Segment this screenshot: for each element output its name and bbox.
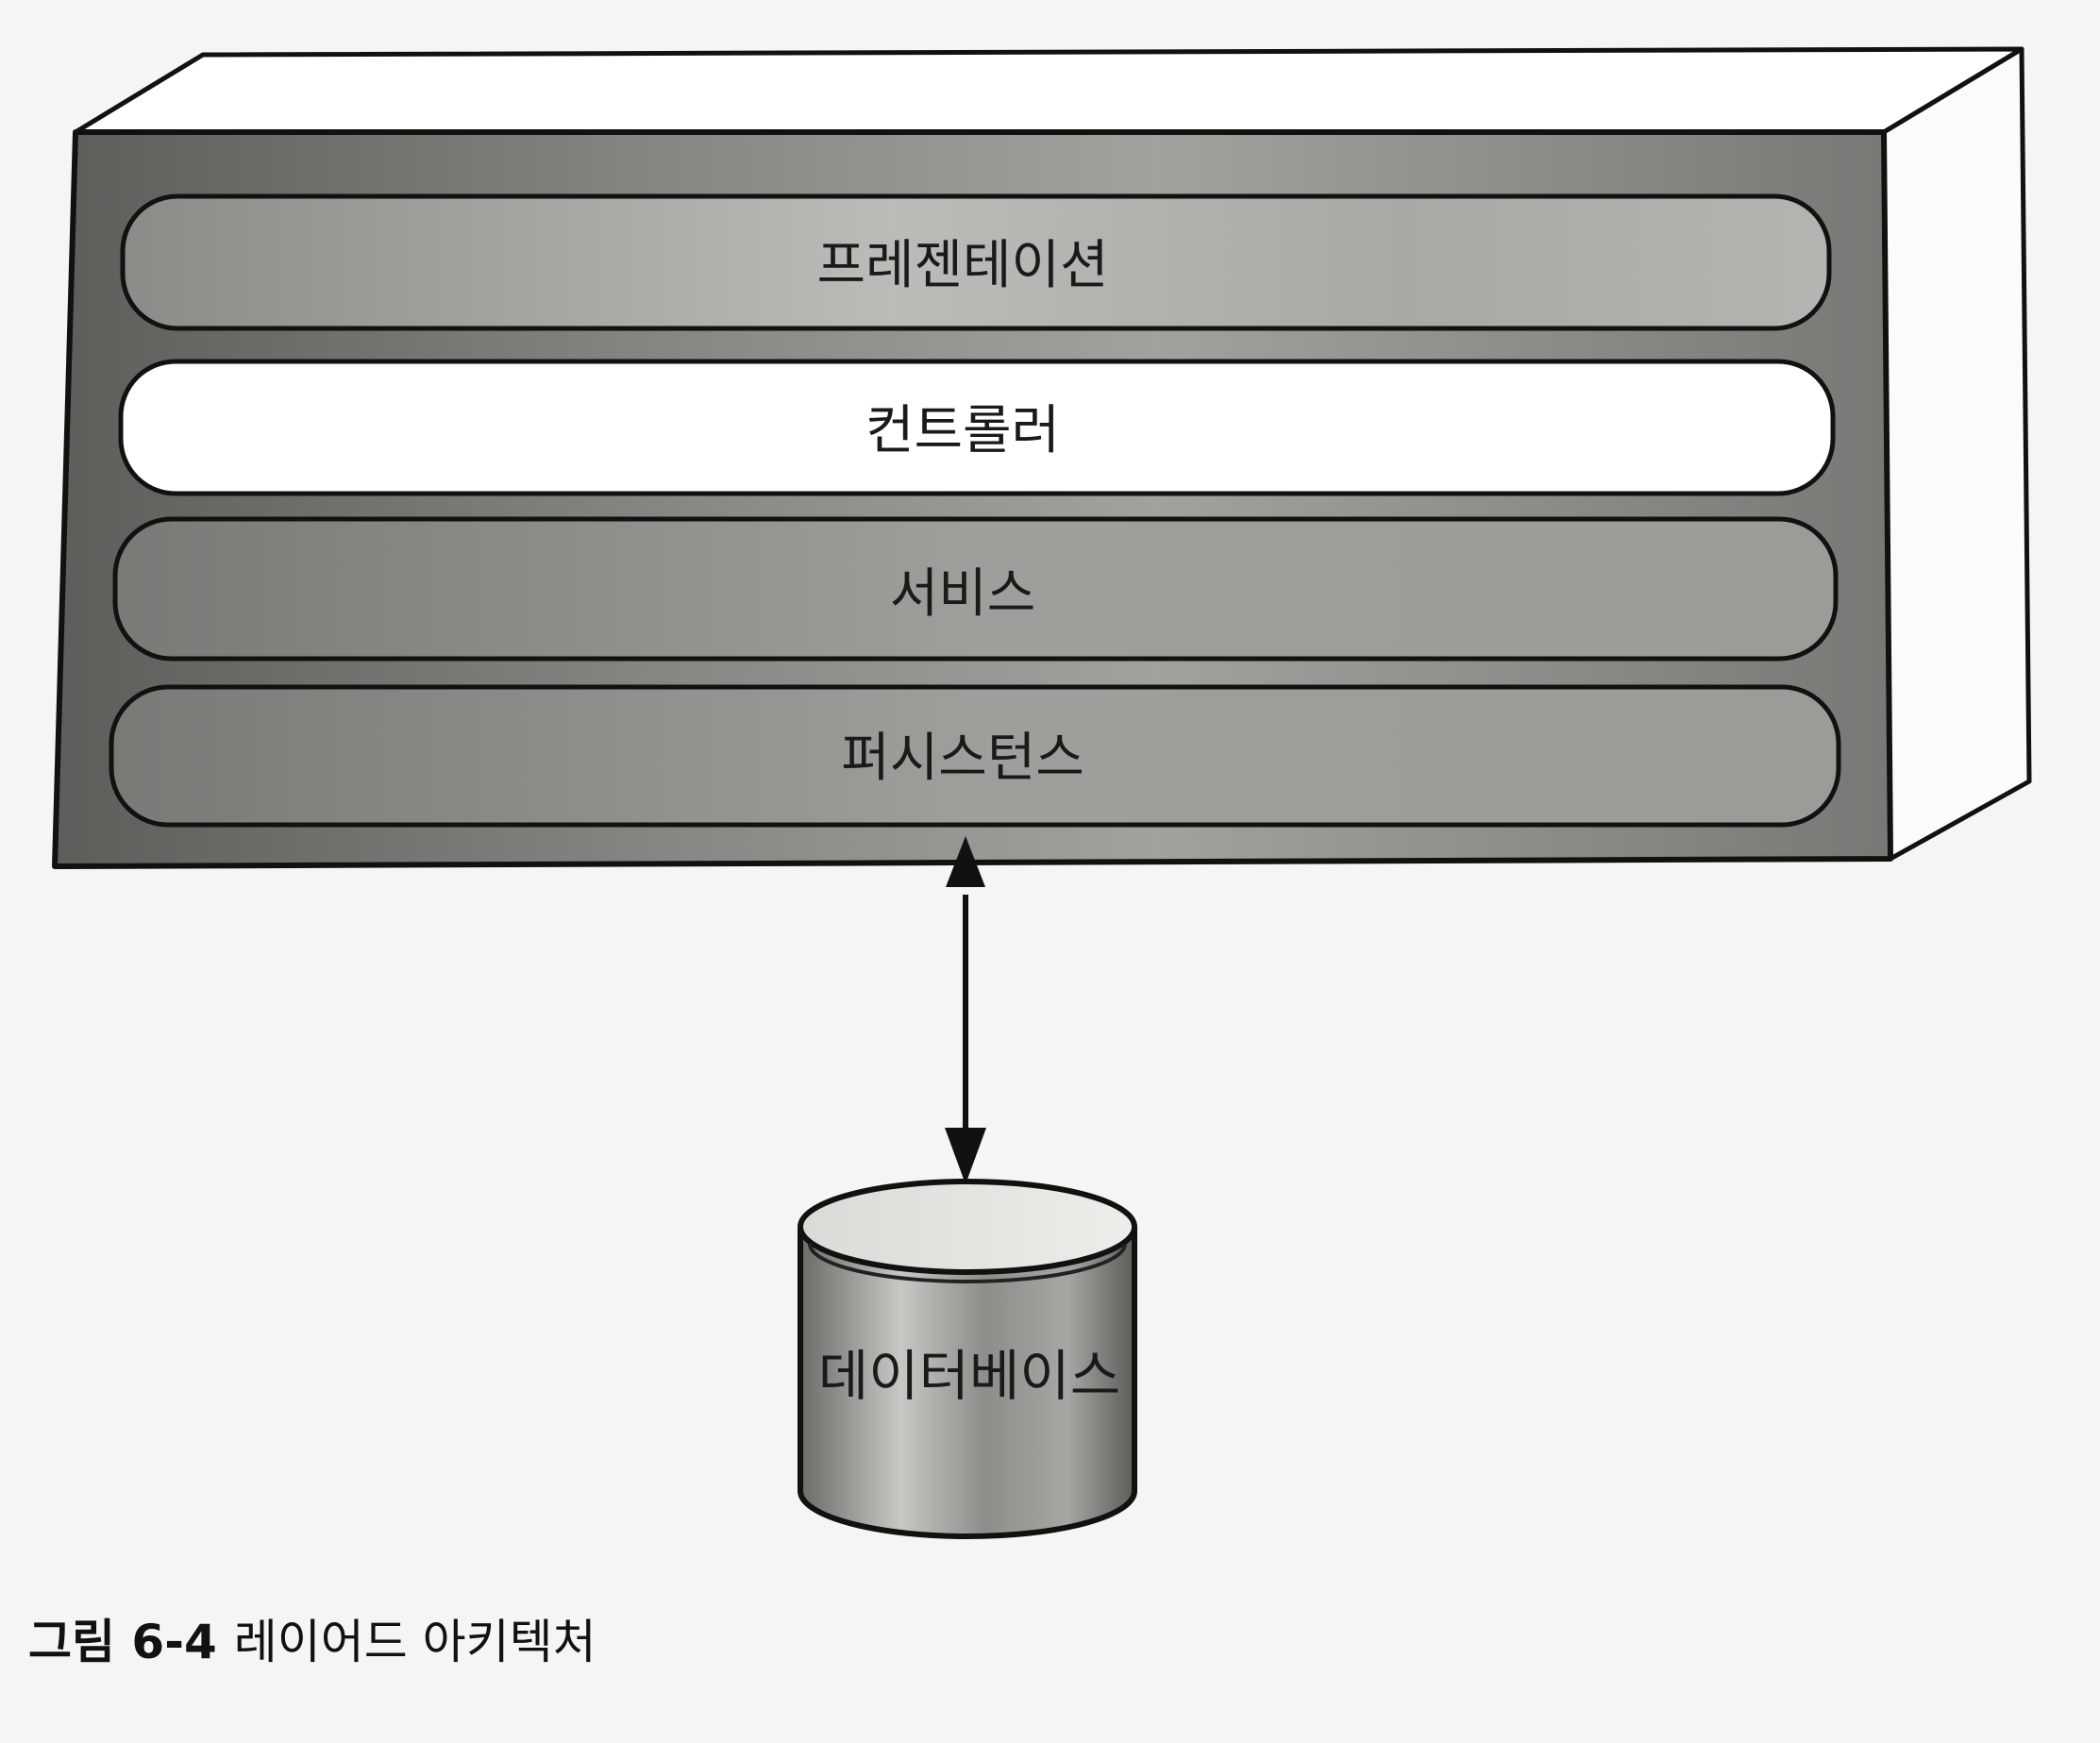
layer-controller-label: 컨트롤러 — [865, 400, 1060, 461]
layer-persistence-label: 퍼시스턴스 — [841, 728, 1084, 789]
layer-presentation: 프레젠테이션 — [120, 193, 1832, 331]
layer-service: 서비스 — [112, 516, 1839, 662]
arrow-head-up — [946, 836, 985, 887]
layer-service-label: 서비스 — [890, 563, 1036, 625]
caption-number: 그림 6-4 — [28, 1615, 217, 1669]
caption-title: 레이어드 아키텍처 — [233, 1615, 596, 1669]
figure-caption: 그림 6-4 레이어드 아키텍처 — [28, 1604, 596, 1672]
bidirectional-arrow — [945, 836, 986, 1184]
arrow-head-down — [945, 1128, 986, 1184]
layer-controller: 컨트롤러 — [118, 359, 1836, 496]
database-cylinder: 데이터베이스 — [798, 1179, 1137, 1539]
layer-persistence: 퍼시스턴스 — [109, 684, 1841, 828]
box-top-face — [73, 46, 2024, 135]
box-side-face — [1881, 46, 2032, 862]
layer-presentation-label: 프레젠테이션 — [816, 235, 1108, 296]
database-label: 데이터베이스 — [818, 1344, 1120, 1408]
